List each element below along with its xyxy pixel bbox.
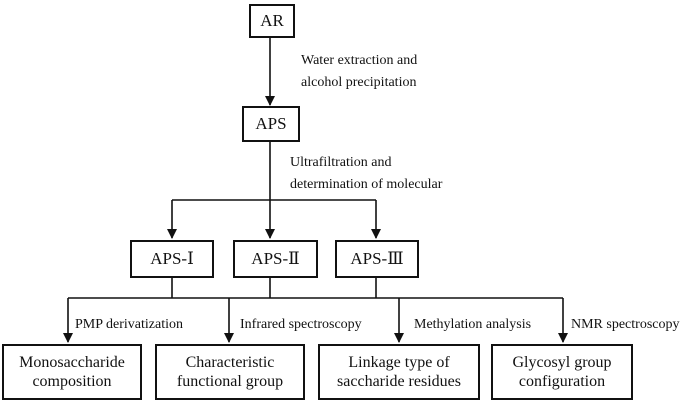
node-result-linkage-type: Linkage type of saccharide residues — [318, 344, 480, 400]
node-aps: APS — [242, 106, 300, 142]
node-result-glycosyl-configuration: Glycosyl group configuration — [491, 344, 633, 400]
step-2-line-1: Ultrafiltration and — [290, 155, 392, 170]
node-result-functional-group: Characteristic functional group — [155, 344, 305, 400]
node-aps-2: APS-Ⅱ — [233, 240, 318, 278]
result-4-line-1: Glycosyl group — [512, 353, 612, 371]
step-2-line-2: determination of molecular — [290, 177, 443, 193]
label-method-nmr: NMR spectroscopy — [571, 317, 680, 332]
label-method-methylation: Methylation analysis — [414, 317, 532, 332]
label-method-infrared: Infrared spectroscopy — [240, 317, 362, 332]
result-2-line-1: Characteristic — [185, 353, 275, 371]
result-4-line-2: configuration — [518, 373, 606, 390]
step-1-line-1: Water extraction and — [301, 53, 418, 68]
result-3-line-1: Linkage type of — [348, 353, 450, 371]
result-1-line-1: Monosaccharide — [19, 353, 125, 371]
node-aps-3: APS-Ⅲ — [335, 240, 419, 278]
label-step-2: Ultrafiltration and determination of mol… — [290, 152, 442, 197]
result-2-line-2: functional group — [176, 373, 284, 390]
result-3-line-2: saccharide residues — [337, 373, 461, 390]
label-step-1: Water extraction and alcohol precipitati… — [301, 50, 417, 95]
label-method-pmp: PMP derivatization — [75, 317, 183, 332]
result-1-line-2: composition — [32, 373, 112, 390]
node-ar: AR — [249, 4, 295, 38]
step-1-line-2: alcohol precipitation — [301, 75, 417, 91]
node-result-monosaccharide: Monosaccharide composition — [2, 344, 142, 400]
node-aps-1: APS-Ⅰ — [130, 240, 214, 278]
